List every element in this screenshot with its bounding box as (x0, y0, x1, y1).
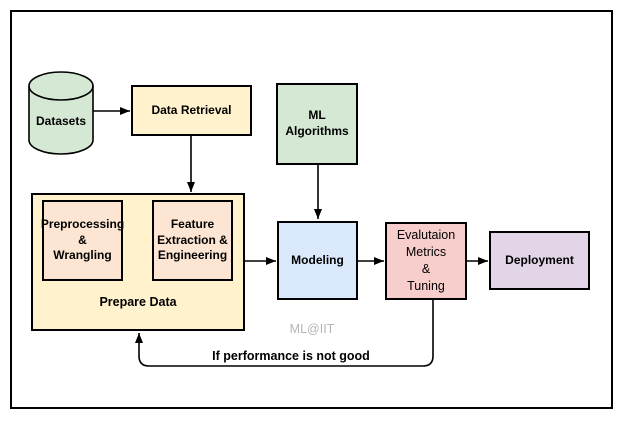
node-evaluation-metrics-tuning: Evalutaion Metrics & Tuning (385, 222, 467, 300)
watermark-text: ML@IIT (289, 322, 335, 336)
node-deployment: Deployment (489, 231, 590, 290)
diagram-border (10, 10, 613, 409)
node-feature-extraction: Feature Extraction & Engineering (152, 200, 233, 281)
node-data-retrieval: Data Retrieval (131, 85, 252, 136)
node-data-retrieval-label: Data Retrieval (151, 102, 232, 117)
node-deployment-label: Deployment (505, 252, 574, 267)
node-modeling-label: Modeling (291, 252, 344, 267)
node-preprocessing-wrangling: Preprocessing & Wrangling (40, 200, 125, 281)
node-feature-extraction-label: Feature Extraction & Engineering (157, 217, 228, 263)
node-datasets-label: Datasets (35, 114, 87, 128)
node-preprocessing-label: Preprocessing & Wrangling (40, 217, 125, 263)
node-prepare-data-label: Prepare Data (99, 295, 177, 309)
node-modeling: Modeling (277, 221, 358, 300)
feedback-arrow-label: If performance is not good (212, 349, 370, 363)
node-ml-algorithms-label: ML Algorithms (285, 108, 349, 138)
node-evaluation-label: Evalutaion Metrics & Tuning (396, 228, 456, 293)
node-ml-algorithms: ML Algorithms (276, 83, 358, 165)
